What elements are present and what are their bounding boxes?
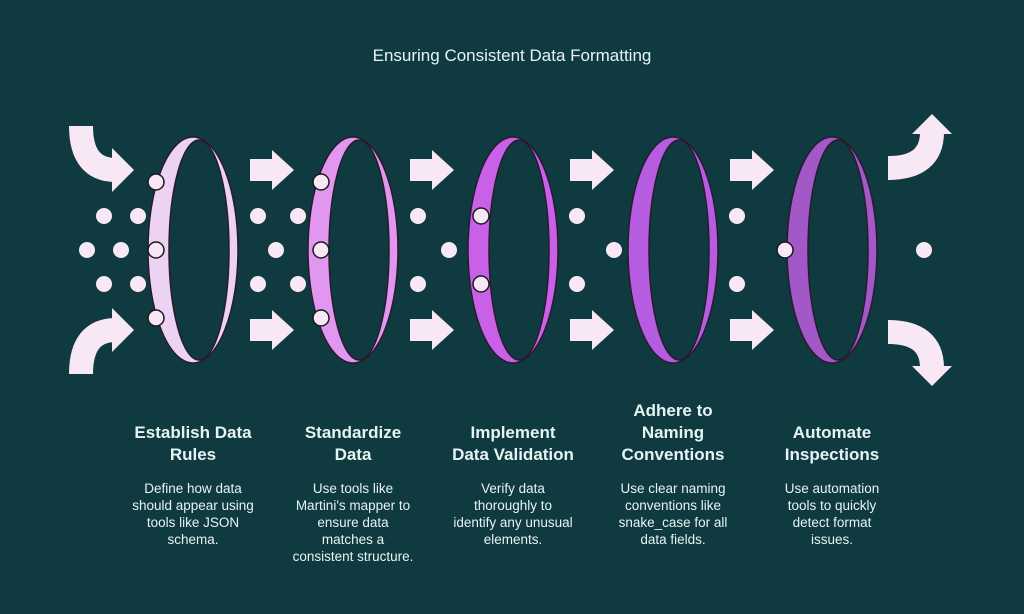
step-description: Use clear naming conventions like snake_… (618, 481, 728, 547)
data-dot-in-filter (312, 173, 330, 191)
step-description: Define how data should appear using tool… (132, 481, 254, 547)
curved-arrow-in-bottom-head (112, 308, 134, 352)
curved-arrow-out-bottom-head (912, 366, 952, 386)
step-title: Standardize Data (304, 423, 402, 464)
data-dot (729, 208, 745, 224)
data-dot (916, 242, 932, 258)
data-dot (96, 208, 112, 224)
step-standardize-data: Standardize Data Use tools like Martini'… (268, 390, 438, 565)
data-dot (569, 208, 585, 224)
data-dot (290, 208, 306, 224)
curved-arrow-out-top-icon (887, 131, 944, 180)
data-dot-in-filter (472, 207, 490, 225)
step-title: Adhere to Naming Conventions (621, 401, 725, 464)
curved-arrow-in-top-head (112, 148, 134, 192)
data-dot (410, 208, 426, 224)
curved-arrow-out-bottom-icon (887, 320, 944, 369)
data-dot (606, 242, 622, 258)
curved-arrow-in-bottom-icon (69, 318, 117, 375)
step-description: Verify data thoroughly to identify any u… (453, 481, 573, 547)
data-dot (250, 276, 266, 292)
data-dot (569, 276, 585, 292)
data-dot (410, 276, 426, 292)
right-arrow-icon (410, 310, 454, 350)
right-arrow-icon (570, 150, 614, 190)
data-dot (729, 276, 745, 292)
data-dot-in-filter (312, 241, 330, 259)
data-dot-in-filter (147, 173, 165, 191)
data-dot (79, 242, 95, 258)
filter-ring-opening (488, 139, 550, 361)
data-dot (130, 208, 146, 224)
right-arrow-icon (250, 150, 294, 190)
data-dot-in-filter (472, 275, 490, 293)
data-dot (290, 276, 306, 292)
data-dot-in-filter (776, 241, 794, 259)
right-arrow-icon (250, 310, 294, 350)
right-arrow-icon (570, 310, 614, 350)
right-arrow-icon (730, 150, 774, 190)
step-naming-conventions: Adhere to Naming Conventions Use clear n… (588, 390, 758, 548)
step-automate-inspections: Automate Inspections Use automation tool… (747, 390, 917, 548)
filter-ring-opening (648, 139, 710, 361)
data-dot (441, 242, 457, 258)
curved-arrow-out-top-head (912, 114, 952, 134)
right-arrow-icon (730, 310, 774, 350)
filter-ring-opening (328, 139, 390, 361)
filter-ring-opening (807, 139, 869, 361)
data-dot (130, 276, 146, 292)
step-title: Automate Inspections (784, 423, 880, 464)
step-title: Establish Data Rules (134, 423, 252, 464)
filter-ring-opening (168, 139, 230, 361)
data-dot (250, 208, 266, 224)
data-dot-in-filter (312, 309, 330, 327)
data-dot-in-filter (147, 309, 165, 327)
curved-arrow-in-top-icon (69, 125, 117, 182)
data-dot-in-filter (147, 241, 165, 259)
step-title: Implement Data Validation (452, 423, 574, 464)
right-arrow-icon (410, 150, 454, 190)
step-description: Use tools like Martini's mapper to ensur… (292, 481, 414, 564)
diagram-title: Ensuring Consistent Data Formatting (372, 46, 652, 65)
data-dot (113, 242, 129, 258)
data-dot (96, 276, 112, 292)
step-implement-validation: Implement Data Validation Verify data th… (428, 390, 598, 548)
step-description: Use automation tools to quickly detect f… (784, 481, 880, 547)
data-dot (268, 242, 284, 258)
step-establish-rules: Establish Data Rules Define how data sho… (108, 390, 278, 548)
